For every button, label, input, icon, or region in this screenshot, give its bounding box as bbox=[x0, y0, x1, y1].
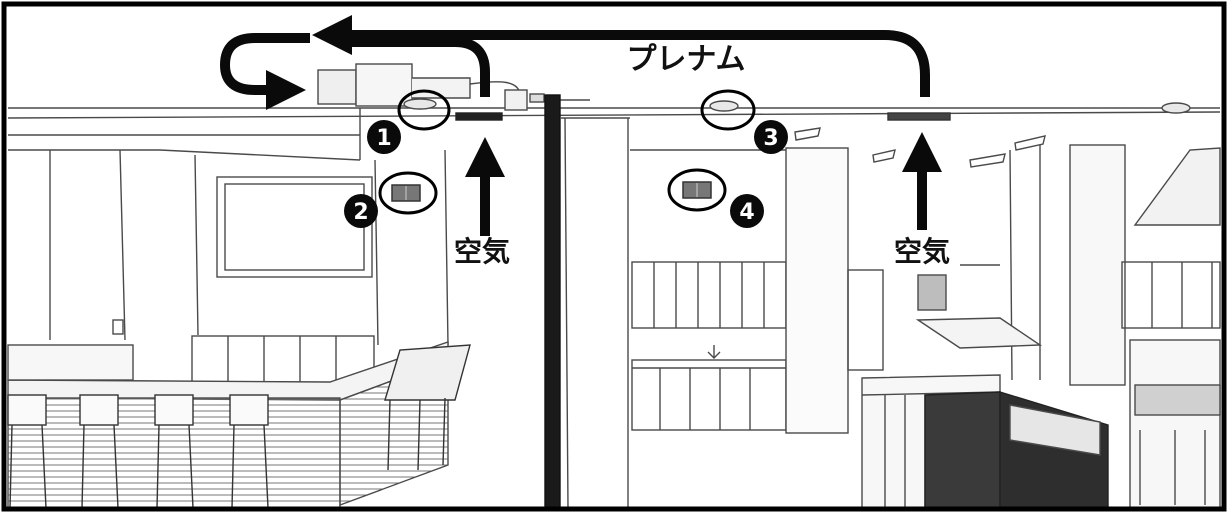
marker-number: 2 bbox=[353, 200, 368, 225]
plenum-left-arrow bbox=[345, 37, 490, 97]
airflow-arrows bbox=[220, 15, 942, 236]
air-label-left: 空気 bbox=[454, 235, 510, 268]
marker-2: 2 bbox=[344, 194, 378, 228]
marker-1: 1 bbox=[367, 120, 401, 154]
highlight-ellipse-1 bbox=[397, 89, 451, 131]
plenum-return-arrow bbox=[312, 15, 930, 97]
interior-illustration bbox=[7, 63, 1221, 511]
marker-number: 3 bbox=[763, 126, 778, 151]
duct-return-arrow bbox=[220, 33, 310, 110]
plenum-label: プレナム bbox=[626, 42, 745, 77]
marker-4: 4 bbox=[730, 194, 764, 228]
highlight-ellipse-4 bbox=[667, 168, 727, 212]
marker-3: 3 bbox=[754, 120, 788, 154]
air-label-right: 空気 bbox=[894, 235, 950, 268]
marker-number: 4 bbox=[739, 200, 754, 225]
highlight-ellipse-3 bbox=[700, 89, 756, 131]
marker-number: 1 bbox=[376, 126, 391, 151]
highlight-ellipse-2 bbox=[378, 171, 438, 215]
